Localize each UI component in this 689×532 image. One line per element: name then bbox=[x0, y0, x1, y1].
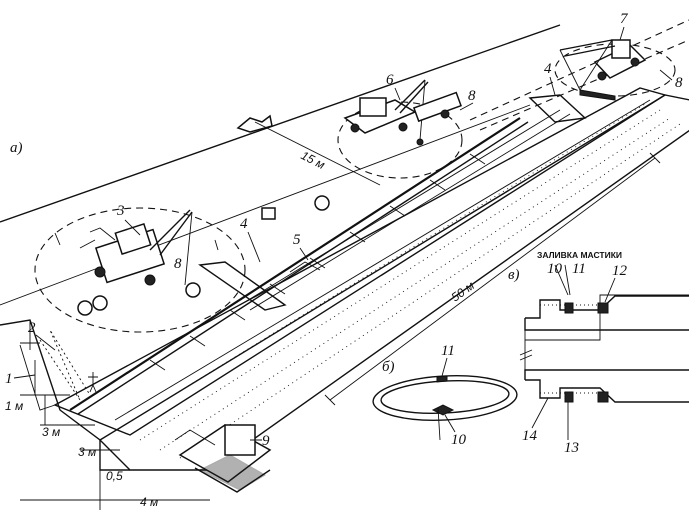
callout-leaders-v bbox=[531, 277, 616, 440]
callout-8-crane7: 8 bbox=[675, 75, 683, 91]
dim-50m-label: 50 м bbox=[449, 278, 477, 304]
callout-8-crane3: 8 bbox=[174, 256, 182, 272]
crane-zone-6 bbox=[337, 101, 463, 179]
dim-1m-label: 1 м bbox=[5, 399, 23, 413]
callout-2: 2 bbox=[28, 320, 36, 336]
dimension-15m: 15 м bbox=[254, 121, 381, 186]
callout-10-b: 10 bbox=[451, 432, 467, 448]
route-line-lower bbox=[479, 39, 689, 131]
callout-11-v: 11 bbox=[572, 261, 586, 277]
crane-truck-7 bbox=[559, 39, 647, 101]
callout-12: 12 bbox=[612, 263, 628, 279]
callout-1: 1 bbox=[5, 371, 13, 387]
callout-4-right: 4 bbox=[544, 61, 552, 77]
route-line-upper bbox=[469, 19, 689, 121]
worker-figure bbox=[88, 372, 98, 393]
pipe-string bbox=[69, 117, 529, 415]
callout-4-left: 4 bbox=[240, 216, 248, 232]
bulldozer-9 bbox=[174, 424, 272, 493]
caption-mastic-filling: ЗАЛИВКА МАСТИКИ bbox=[537, 250, 622, 260]
callout-13: 13 bbox=[564, 440, 579, 456]
ground-far-line bbox=[0, 104, 531, 306]
dim-15m-label: 15 м bbox=[299, 148, 328, 172]
callout-3: 3 bbox=[116, 203, 125, 219]
ground-edge-line bbox=[0, 24, 561, 223]
crane-3 bbox=[54, 209, 219, 316]
callout-8-crane6: 8 bbox=[468, 88, 476, 104]
travelling-frames bbox=[198, 94, 587, 311]
detail-v-joint bbox=[519, 264, 689, 403]
trench-cross-section bbox=[0, 319, 210, 510]
trench bbox=[19, 87, 689, 471]
dim-05-label: 0,5 bbox=[106, 469, 123, 483]
crane-zone-3 bbox=[34, 207, 246, 333]
callout-11-b: 11 bbox=[441, 343, 455, 359]
callout-9: 9 bbox=[262, 433, 270, 449]
callout-5: 5 bbox=[293, 232, 301, 248]
callout-6: 6 bbox=[386, 72, 394, 88]
detail-b-ring bbox=[372, 375, 518, 441]
callout-14: 14 bbox=[522, 428, 538, 444]
callout-leaders-b bbox=[441, 357, 456, 433]
section-v-label: в) bbox=[508, 267, 520, 283]
callout-7: 7 bbox=[620, 11, 629, 27]
dim-4m-label: 4 м bbox=[140, 495, 158, 509]
section-b-label: б) bbox=[382, 359, 395, 375]
dim-3m-b-label: 3 м bbox=[78, 445, 96, 459]
crane-truck-6 bbox=[343, 79, 462, 146]
callout-leaders bbox=[13, 26, 673, 441]
dim-3m-a-label: 3 м bbox=[42, 425, 60, 439]
section-a-label: а) bbox=[10, 140, 23, 156]
callout-10-v: 10 bbox=[547, 261, 563, 277]
